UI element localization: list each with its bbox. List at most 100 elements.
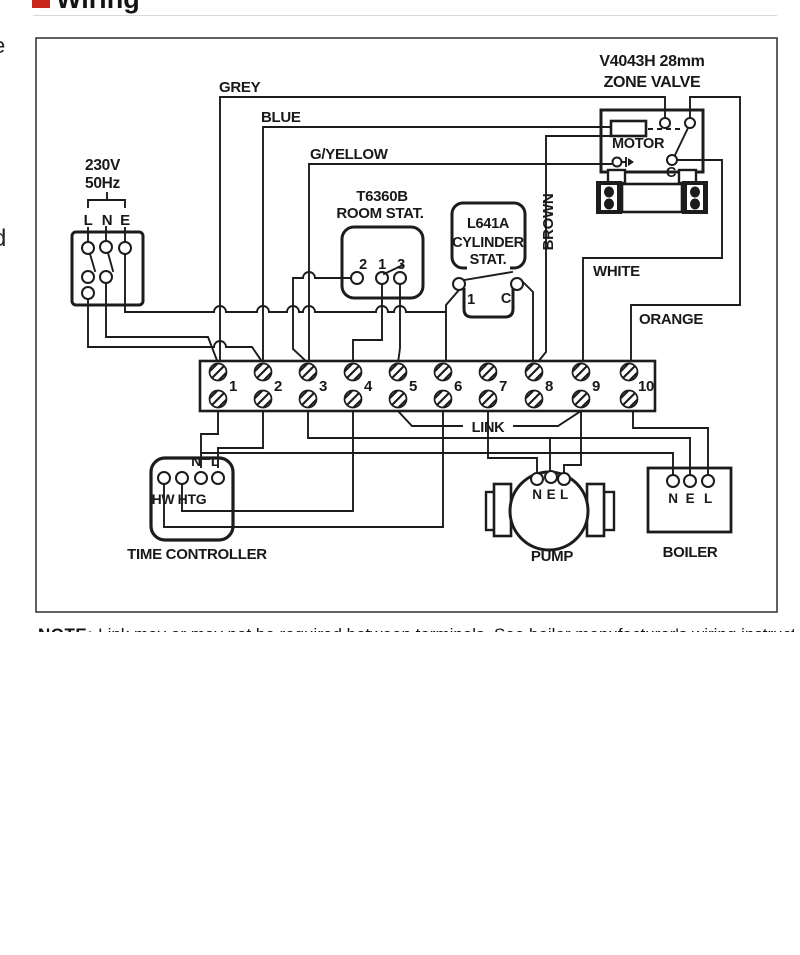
- tc-terminal-hw: [157, 471, 171, 485]
- valve-switch-blade: [673, 126, 690, 157]
- note-prefix: NOTE:: [38, 626, 93, 632]
- roomstat-num-3: 3: [397, 257, 405, 273]
- screw-terminal: [478, 362, 498, 382]
- wire-label-brown: BROWN: [540, 194, 557, 251]
- wire-label-link: LINK: [472, 420, 505, 436]
- wire-earth-bus: [307, 410, 691, 476]
- strip-terminal-number: 8: [545, 378, 553, 395]
- roomstat-terminal-2: [350, 271, 364, 285]
- tc-n-label: N: [191, 453, 201, 469]
- supply-terminal: [118, 241, 132, 255]
- earth-symbol: [621, 157, 627, 167]
- wire-gyellow: [308, 163, 612, 364]
- flange-bolt: [604, 198, 614, 210]
- valve-terminal-c: [666, 154, 678, 166]
- pump-pipe-right: [602, 490, 616, 532]
- pump-e-label: E: [547, 487, 556, 502]
- screw-terminal: [253, 389, 273, 409]
- roomstat-terminal-3: [393, 271, 407, 285]
- valve-c-label: C: [666, 165, 677, 181]
- supply-voltage-label: 230V: [85, 157, 121, 174]
- wire-link: [396, 409, 583, 427]
- wire-label-gyellow: G/YELLOW: [310, 146, 389, 163]
- supply-terminal-leads: [87, 226, 126, 243]
- wire-blue: [262, 126, 612, 364]
- flange-bolt: [690, 198, 700, 210]
- cylinder-stat-tab: [462, 288, 515, 319]
- room-stat-name: ROOM STAT.: [336, 205, 423, 222]
- flange-bolt: [604, 186, 614, 198]
- wire-brown: [535, 135, 612, 365]
- boiler-n-label: N: [668, 491, 677, 506]
- cylstat-switch-blade: [462, 270, 514, 282]
- wire-cylstat-1: [445, 288, 461, 364]
- valve-body: [620, 182, 684, 214]
- valve-terminal: [659, 117, 671, 129]
- section-bullet-icon: [32, 0, 50, 8]
- roomstat-terminal-1: [375, 271, 389, 285]
- wiring-diagram: 1 2 3 4 5 6 7 8 9 10 230V 50Hz L N E GRE…: [35, 37, 778, 613]
- strip-terminal-number: 1: [229, 378, 237, 395]
- isolator-switch-blades: [88, 251, 115, 273]
- supply-terminal: [81, 286, 95, 300]
- screw-terminal: [388, 389, 408, 409]
- cylstat-terminal-1: [452, 277, 466, 291]
- strip-terminal-number: 4: [364, 378, 373, 395]
- pump-terminal-n: [530, 472, 544, 486]
- wire-label-blue: BLUE: [261, 109, 301, 126]
- cyl-stat-name-2: STAT.: [470, 252, 507, 268]
- strip-terminal-number: 7: [499, 378, 507, 395]
- wire-t7-pump-n: [487, 410, 538, 473]
- boiler-terminal-n: [666, 474, 680, 488]
- pump-flange-left: [492, 482, 513, 538]
- wire-t10-boiler-l: [632, 410, 709, 476]
- supply-terminal: [99, 240, 113, 254]
- pump-flange-right: [585, 482, 606, 538]
- cyl-stat-name-1: CYLINDER: [452, 235, 525, 251]
- tc-l-label: L: [211, 453, 220, 469]
- strip-terminal-number: 6: [454, 378, 462, 395]
- strip-terminal-number: 9: [592, 378, 600, 395]
- roomstat-switch-blade: [382, 263, 405, 276]
- tc-htg-label: HTG: [178, 491, 207, 507]
- supply-terminal: [99, 270, 113, 284]
- margin-text-fragment: d: [0, 225, 6, 253]
- boiler-terminal-e: [683, 474, 697, 488]
- wire-orange: [630, 96, 741, 364]
- time-controller-label: TIME CONTROLLER: [127, 546, 267, 563]
- roomstat-num-2: 2: [359, 257, 367, 273]
- pump-terminal-e: [544, 470, 558, 484]
- pump-label: PUMP: [531, 548, 573, 565]
- zone-valve-model: V4043H 28mm: [599, 53, 704, 70]
- valve-earth-terminal: [611, 156, 623, 168]
- zone-valve-name: ZONE VALVE: [604, 74, 701, 91]
- note-text-clipped: NOTE: Link may or may not be required be…: [38, 626, 794, 632]
- pump-l-label: L: [560, 487, 568, 502]
- flange-bolt: [690, 186, 700, 198]
- boiler-label: BOILER: [663, 544, 718, 561]
- supply-terminal: [81, 270, 95, 284]
- tc-terminal-htg: [175, 471, 189, 485]
- cylstat-num-1: 1: [467, 292, 475, 308]
- room-stat-model: T6360B: [356, 188, 408, 205]
- cyl-stat-model: L641A: [467, 216, 510, 232]
- motor-label: MOTOR: [612, 136, 665, 152]
- section-title: Wiring: [56, 0, 140, 15]
- wire-roomstat-feed: [292, 271, 352, 365]
- wire-supply-e: [124, 253, 447, 313]
- wire-roomstat-1: [352, 283, 383, 364]
- roomstat-num-1: 1: [378, 257, 386, 273]
- boiler-terminal-l: [701, 474, 715, 488]
- tc-hw-label: HW: [152, 491, 176, 507]
- supply-n-label: N: [102, 212, 113, 229]
- strip-terminal-number: 2: [274, 378, 282, 395]
- wire-roomstat-3: [396, 283, 401, 365]
- wire-label-white: WHITE: [593, 263, 640, 280]
- note-body: Link may or may not be required between …: [93, 626, 794, 632]
- motor-box: [609, 119, 648, 138]
- tc-terminal-n: [194, 471, 208, 485]
- valve-terminal: [684, 117, 696, 129]
- wire-hw: [163, 410, 444, 528]
- wire-grey: [219, 96, 666, 364]
